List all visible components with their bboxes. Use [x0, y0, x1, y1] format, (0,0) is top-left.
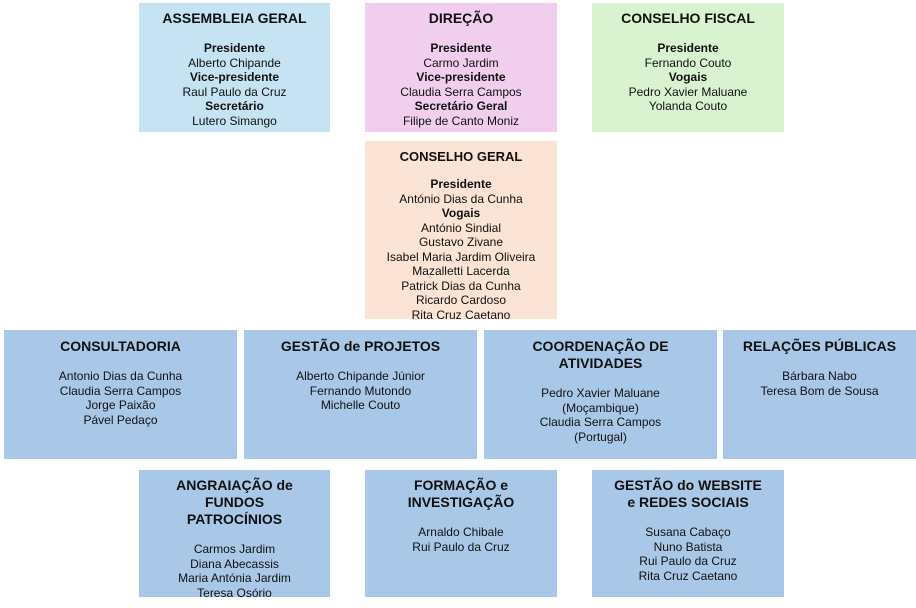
- member-name: Pável Pedaço: [83, 412, 158, 427]
- member-name: Fernando Couto: [644, 55, 732, 70]
- member-name: Alberto Chipande: [188, 55, 281, 70]
- member-name: Claudia Serra Campos: [400, 84, 522, 99]
- member-name: Alberto Chipande Júnior: [296, 369, 425, 383]
- box-title-line: DIREÇÃO: [428, 10, 494, 26]
- member-name: Rita Cruz Caetano: [638, 568, 738, 583]
- member-name: Antonio Dias da Cunha: [58, 369, 183, 383]
- role-label: Vogais: [441, 206, 481, 220]
- role-label: Presidente: [657, 41, 719, 55]
- box-title-line: CONSELHO GERAL: [399, 149, 523, 164]
- box-title-line: ASSEMBLEIA GERAL: [162, 10, 307, 26]
- box-title: CONSELHO FISCAL: [592, 10, 784, 27]
- member-name: Gustavo Zivane: [418, 235, 504, 249]
- member-name: Teresa Bom de Sousa: [760, 383, 879, 398]
- box-title: ASSEMBLEIA GERAL: [139, 10, 330, 27]
- role-label: Presidente: [430, 41, 492, 55]
- box-title-line: CONSULTADORIA: [60, 338, 181, 354]
- box-title-line: e REDES SOCIAIS: [627, 494, 749, 510]
- member-name: Mazalletti Lacerda: [412, 264, 510, 278]
- member-name: Rui Paulo da Cruz: [639, 554, 737, 568]
- box-title-line: COORDENAÇÃO DE: [532, 338, 669, 354]
- member-name: Arnaldo Chibale: [418, 525, 504, 539]
- box-title-line: PATROCÍNIOS: [186, 511, 283, 527]
- member-name: Carmo Jardim: [423, 55, 499, 70]
- member-name: Ricardo Cardoso: [415, 293, 507, 307]
- member-name: Claudia Serra Campos: [539, 415, 662, 429]
- box-title: DIREÇÃO: [365, 10, 557, 27]
- member-name: Nuno Batista: [653, 539, 723, 554]
- member-name: (Portugal): [574, 429, 627, 444]
- box-title-line: FORMAÇÃO e: [413, 477, 509, 493]
- member-name: Teresa Osório: [197, 585, 272, 600]
- box-title-line: GESTÃO de PROJETOS: [280, 338, 441, 354]
- role-label: Secretário: [205, 99, 264, 113]
- member-name: Carmos Jardim: [193, 542, 276, 556]
- member-name: Patrick Dias da Cunha: [401, 278, 521, 293]
- member-name: Raul Paulo da Cruz: [182, 84, 287, 99]
- member-name: Bárbara Nabo: [782, 369, 857, 383]
- role-label: Presidente: [203, 41, 266, 55]
- box-title-line: RELAÇÕES PÚBLICAS: [742, 338, 897, 354]
- member-name: Yolanda Couto: [648, 99, 728, 113]
- role-label: Presidente: [430, 177, 492, 191]
- member-name: (Moçambique): [562, 400, 639, 415]
- box-title-line: ATIVIDADES: [558, 355, 643, 371]
- box-title: CONSULTADORIA: [4, 338, 237, 355]
- member-name: Michelle Couto: [320, 398, 401, 412]
- box-title-line: GESTÃO do WEBSITE: [614, 477, 762, 493]
- member-name: Lutero Simango: [192, 113, 277, 128]
- role-label: Secretário Geral: [414, 99, 508, 113]
- member-name: Susana Cabaço: [645, 525, 731, 539]
- member-name: Filipe de Canto Moniz: [402, 113, 520, 128]
- member-name: Maria Antónia Jardim: [178, 571, 291, 585]
- box-title: CONSELHO GERAL: [365, 148, 557, 165]
- member-name: António Sindial: [420, 220, 502, 235]
- box-title: GESTÃO de PROJETOS: [244, 338, 477, 355]
- member-name: Rita Cruz Caetano: [411, 307, 511, 322]
- box-gestao-projetos: GESTÃO de PROJETOS Alberto Chipande Júnio…: [244, 330, 477, 459]
- role-label: Vice-presidente: [416, 70, 506, 84]
- box-title: RELAÇÕES PÚBLICAS: [723, 338, 916, 355]
- box-title-line: FUNDOS: [204, 494, 265, 510]
- member-name: Pedro Xavier Maluane: [541, 386, 660, 400]
- member-name: Jorge Paixão: [85, 398, 156, 412]
- role-label: Vogais: [668, 70, 708, 84]
- member-name: Diana Abecassis: [190, 556, 279, 571]
- member-name: Rui Paulo da Cruz: [412, 539, 510, 554]
- member-name: Pedro Xavier Maluane: [628, 84, 748, 99]
- box-title-line: ANGRAIAÇÃO de: [176, 477, 293, 493]
- role-label: Vice-presidente: [189, 70, 280, 84]
- member-name: Claudia Serra Campos: [59, 383, 182, 398]
- member-name: António Dias da Cunha: [399, 191, 523, 206]
- box-title-line: INVESTIGAÇÃO: [407, 494, 515, 510]
- member-name: Isabel Maria Jardim Oliveira: [386, 249, 536, 264]
- member-name: Fernando Mutondo: [309, 383, 412, 398]
- box-title-line: CONSELHO FISCAL: [621, 10, 755, 26]
